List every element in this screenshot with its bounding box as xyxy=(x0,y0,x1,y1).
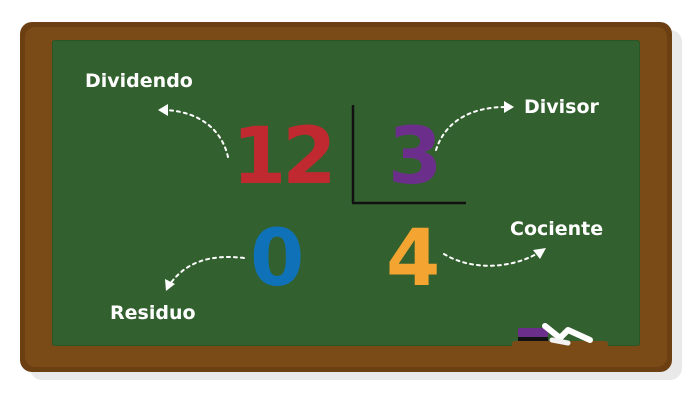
arrow-to-dividend-label xyxy=(165,109,229,158)
dividend-number: 12 xyxy=(232,112,337,202)
chalk-piece-2 xyxy=(549,337,571,346)
residue-label: Residuo xyxy=(110,302,196,324)
eraser-icon xyxy=(518,328,548,337)
divisor-number: 3 xyxy=(388,112,443,202)
arrow-to-quotient-label xyxy=(443,251,541,267)
arrowhead-dividend xyxy=(158,104,168,116)
chalk-icon xyxy=(542,323,593,343)
eraser-base xyxy=(518,337,548,341)
chalk-tray xyxy=(512,341,608,357)
arrowhead-residue xyxy=(165,279,175,291)
arrowhead-quotient xyxy=(533,248,546,259)
arrow-to-residue-label xyxy=(169,256,245,285)
chalkboard-surface xyxy=(52,40,640,346)
arrowhead-divisor xyxy=(504,101,514,113)
dividend-label: Dividendo xyxy=(85,70,193,92)
quotient-number: 4 xyxy=(386,214,441,304)
divisor-label: Divisor xyxy=(524,96,599,118)
residue-number: 0 xyxy=(250,214,305,304)
quotient-label: Cociente xyxy=(510,218,604,240)
arrow-to-divisor-label xyxy=(435,106,507,151)
